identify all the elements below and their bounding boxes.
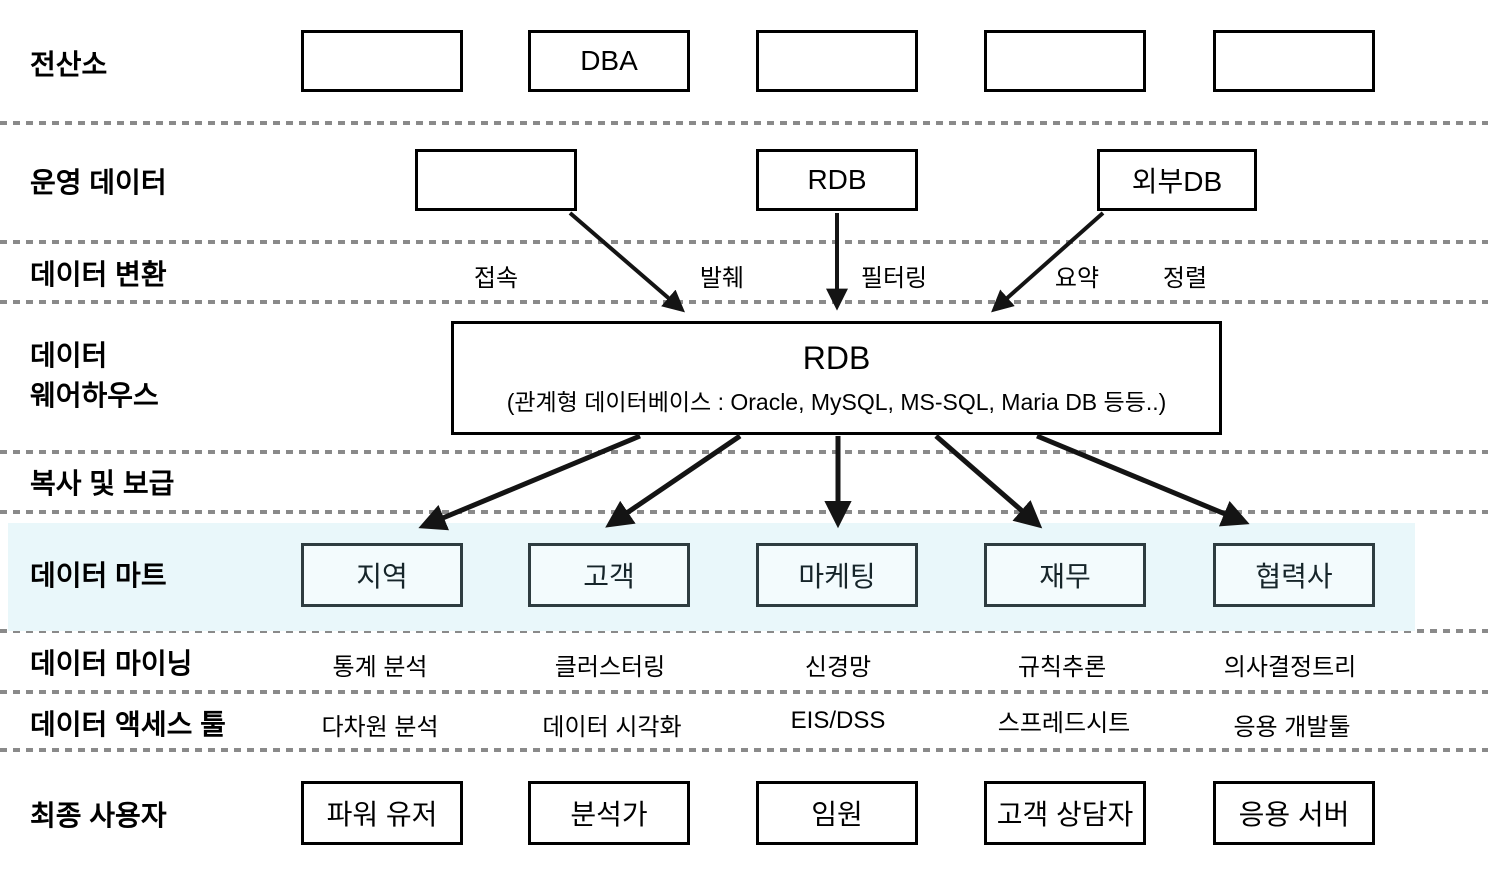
row-label-data-transform: 데이터 변환 <box>30 259 167 290</box>
access-label-multidim-analysis: 다차원 분석 <box>321 714 439 741</box>
row-label-data-mart: 데이터 마트 <box>30 560 167 591</box>
separator-line <box>0 510 1488 514</box>
data-mart-box-region: 지역 <box>301 543 463 607</box>
separator-line <box>0 748 1488 752</box>
mining-label-neural-net: 신경망 <box>804 654 872 681</box>
transform-label-sort: 정렬 <box>1162 265 1208 292</box>
row-label-data-mining: 데이터 마이닝 <box>30 648 193 679</box>
data-mart-box-finance: 재무 <box>984 543 1146 607</box>
data-mart-box-customer: 고객 <box>528 543 690 607</box>
arrow-opdata-to-warehouse <box>568 211 685 313</box>
separator-line <box>0 629 1488 633</box>
warehouse-subtitle: (관계형 데이터베이스 : Oracle, MySQL, MS-SQL, Mar… <box>506 388 1167 415</box>
end-user-box-customer-agent: 고객 상담자 <box>984 781 1146 845</box>
row-label-computing-center: 전산소 <box>30 49 108 80</box>
access-label-eis-dss: EIS/DSS <box>790 707 886 734</box>
mining-label-clustering: 클러스터링 <box>554 654 666 681</box>
transform-label-connect: 접속 <box>473 265 519 292</box>
transform-label-summary: 요약 <box>1054 265 1100 292</box>
computing-center-box-3 <box>756 30 918 92</box>
separator-line <box>0 300 1488 304</box>
row-label-operational-data: 운영 데이터 <box>30 167 167 198</box>
data-mart-box-partner: 협력사 <box>1213 543 1375 607</box>
row-label-end-user: 최종 사용자 <box>30 800 167 831</box>
separator-line <box>0 240 1488 244</box>
operational-box-external-db: 외부DB <box>1097 149 1257 211</box>
mining-label-statistics: 통계 분석 <box>332 654 428 681</box>
data-mart-band <box>8 523 1415 631</box>
separator-line <box>0 450 1488 454</box>
arrow-warehouse-to-partner <box>1036 433 1250 527</box>
operational-box-rdb: RDB <box>756 149 918 211</box>
computing-center-box-dba: DBA <box>528 30 690 92</box>
end-user-box-app-server: 응용 서버 <box>1213 781 1375 845</box>
access-label-app-dev-tool: 응용 개발툴 <box>1233 714 1351 741</box>
warehouse-box: RDB (관계형 데이터베이스 : Oracle, MySQL, MS-SQL,… <box>451 321 1222 435</box>
computing-center-box-5 <box>1213 30 1375 92</box>
operational-box-1 <box>415 149 577 211</box>
transform-label-extract: 발췌 <box>699 265 745 292</box>
separator-line <box>0 690 1488 694</box>
mining-label-decision-tree: 의사결정트리 <box>1223 654 1357 681</box>
row-label-data-warehouse: 데이터 웨어하우스 <box>30 340 159 411</box>
separator-line <box>0 121 1488 125</box>
computing-center-box-4 <box>984 30 1146 92</box>
end-user-box-power-user: 파워 유저 <box>301 781 463 845</box>
mining-label-rule-inference: 규칙추론 <box>1017 654 1107 681</box>
end-user-box-analyst: 분석가 <box>528 781 690 845</box>
row-label-copy-distribution: 복사 및 보급 <box>30 468 175 499</box>
access-label-data-visualization: 데이터 시각화 <box>542 714 682 741</box>
end-user-box-executive: 임원 <box>756 781 918 845</box>
access-label-spreadsheet: 스프레드시트 <box>997 710 1131 737</box>
data-mart-box-marketing: 마케팅 <box>756 543 918 607</box>
transform-label-filtering: 필터링 <box>860 265 928 292</box>
row-label-data-access-tools: 데이터 액세스 툴 <box>30 709 226 740</box>
computing-center-box-1 <box>301 30 463 92</box>
warehouse-title: RDB <box>802 339 871 376</box>
